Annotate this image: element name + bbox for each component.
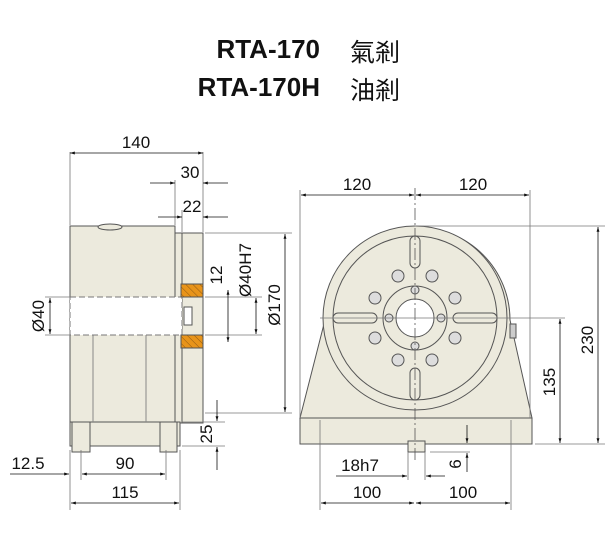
side-dimensions bbox=[10, 151, 292, 510]
dim-135: 135 bbox=[540, 368, 559, 396]
dim-100-right: 100 bbox=[449, 483, 477, 502]
front-dimensions bbox=[299, 188, 605, 510]
model-rta-170: RTA-170 bbox=[216, 34, 320, 64]
dim-115: 115 bbox=[111, 483, 138, 502]
dim-230: 230 bbox=[578, 326, 597, 354]
dim-170: Ø170 bbox=[265, 284, 284, 326]
dim-90: 90 bbox=[116, 454, 135, 473]
section-hatch-top bbox=[180, 283, 204, 298]
section-hatch-bottom bbox=[180, 334, 204, 349]
dim-100-left: 100 bbox=[353, 483, 381, 502]
side-top-port bbox=[97, 223, 123, 231]
dim-12: 12 bbox=[207, 266, 226, 285]
dim-140: 140 bbox=[122, 133, 150, 152]
front-view bbox=[299, 225, 533, 453]
dim-bore-40: Ø40 bbox=[29, 300, 48, 332]
air-brake-label: 氣剎 bbox=[350, 38, 401, 67]
dim-22: 22 bbox=[183, 197, 202, 216]
front-base bbox=[299, 417, 533, 445]
dimension-labels: 140 30 22 Ø40 12 Ø40H7 Ø170 25 12.5 90 1… bbox=[11, 133, 597, 502]
hydraulic-brake-label: 油剎 bbox=[350, 76, 401, 105]
dim-25: 25 bbox=[197, 425, 216, 444]
dim-40h7: Ø40H7 bbox=[236, 243, 255, 297]
dim-30: 30 bbox=[181, 163, 200, 182]
key-block bbox=[407, 440, 426, 453]
side-view bbox=[69, 223, 204, 453]
model-rta-170h: RTA-170H bbox=[197, 72, 320, 102]
dim-120-left: 120 bbox=[343, 175, 371, 194]
dim-18h7: 18h7 bbox=[341, 456, 379, 475]
dim-120-right: 120 bbox=[459, 175, 487, 194]
dim-12-5: 12.5 bbox=[11, 454, 44, 473]
dim-6: 6 bbox=[446, 459, 465, 468]
